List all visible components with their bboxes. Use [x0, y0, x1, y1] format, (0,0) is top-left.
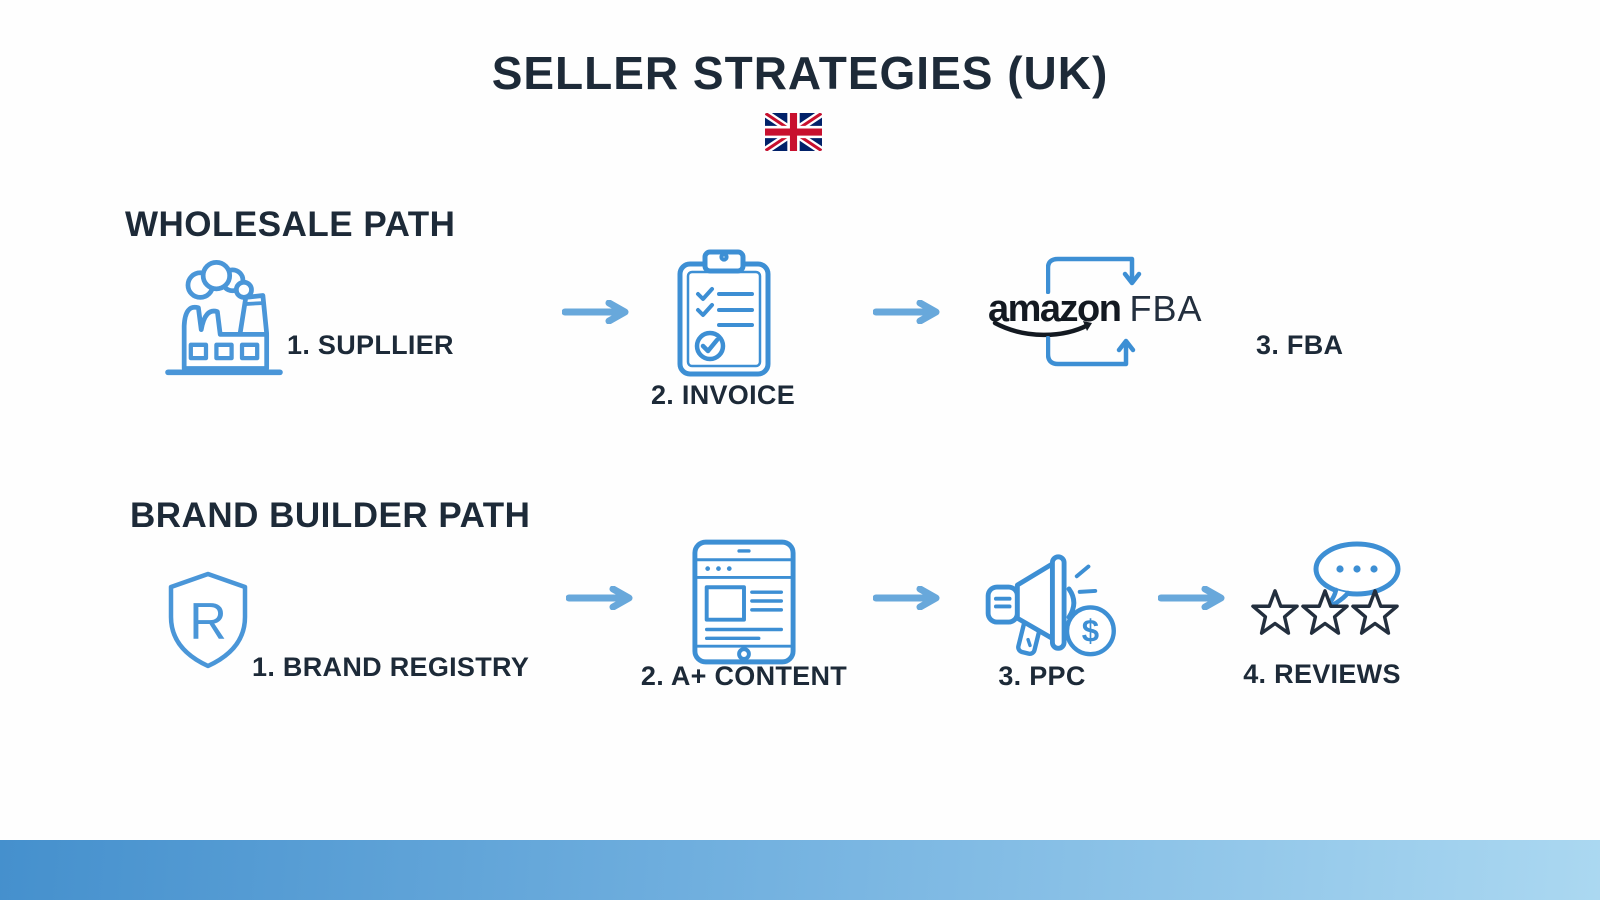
wholesale-path-heading: WHOLESALE PATH: [125, 205, 456, 244]
brand-registry-shield-icon: R: [163, 570, 253, 670]
amazon-smile-icon: [992, 320, 1092, 338]
footer-gradient-bar: [0, 840, 1600, 900]
step-label-supplier: 1. SUPLLIER: [287, 330, 454, 360]
flow-arrow-icon: [873, 586, 943, 610]
uk-flag-icon: [765, 113, 822, 151]
brand-builder-path-heading: BRAND BUILDER PATH: [130, 496, 531, 535]
flow-arrow-icon: [1158, 586, 1228, 610]
step-label-fba: 3. FBA: [1256, 330, 1344, 360]
amazon-fba-loop-logo: amazon FBA: [988, 288, 1203, 338]
aplus-content-tablet-icon: [690, 538, 798, 666]
invoice-clipboard-icon: [674, 248, 774, 380]
fba-loop-top-arrow-icon: [1046, 256, 1142, 294]
step-label-ppc: 3. PPC: [998, 661, 1086, 691]
star-icon: [1251, 589, 1299, 635]
reviews-stars-icon: [1251, 588, 1399, 636]
review-speech-bubble-icon: [1306, 540, 1401, 612]
star-icon: [1351, 589, 1399, 635]
flow-arrow-icon: [566, 586, 636, 610]
step-label-aplus-content: 2. A+ CONTENT: [640, 661, 848, 691]
fba-loop-bottom-arrow-icon: [1046, 336, 1142, 374]
ppc-megaphone-icon: $: [978, 550, 1120, 662]
step-label-reviews: 4. REVIEWS: [1243, 659, 1401, 689]
amazon-wordmark: amazon: [988, 290, 1122, 338]
step-label-invoice: 2. INVOICE: [650, 380, 796, 410]
dollar-symbol: $: [1082, 614, 1099, 649]
factory-icon: [162, 250, 286, 378]
star-icon: [1301, 589, 1349, 635]
fba-wordmark: FBA: [1129, 288, 1203, 329]
step-label-brand-registry: 1. BRAND REGISTRY: [252, 652, 530, 682]
shield-letter: R: [189, 593, 227, 651]
page-title: SELLER STRATEGIES (UK): [491, 47, 1109, 99]
flow-arrow-icon: [873, 300, 943, 324]
flow-arrow-icon: [562, 300, 632, 324]
